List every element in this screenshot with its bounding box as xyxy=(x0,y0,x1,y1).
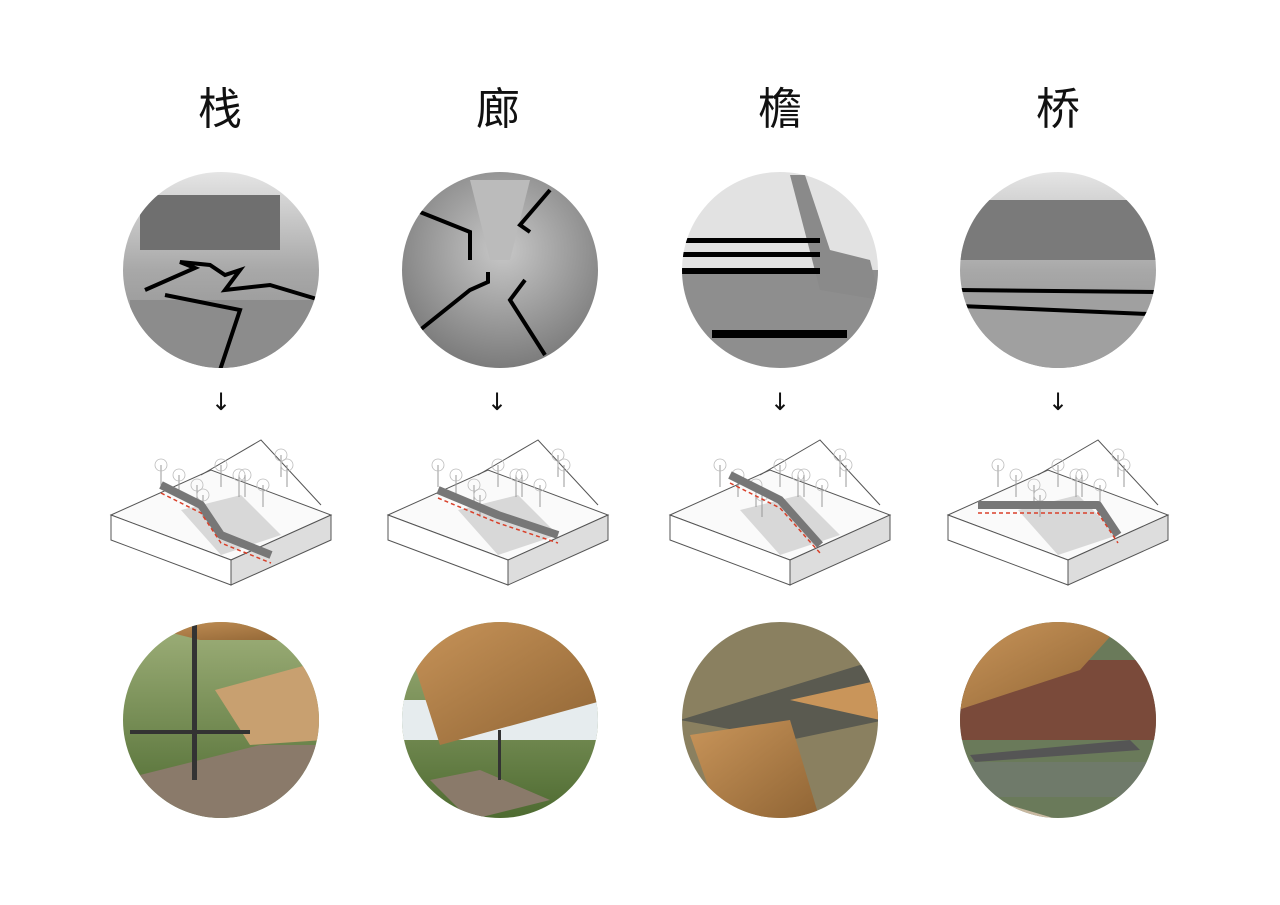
title-lang: 廊 xyxy=(476,84,520,135)
walkway-dashed-outline xyxy=(978,512,1119,544)
axonometric-diagram-qiao xyxy=(946,439,1170,586)
photo-circle-zhan xyxy=(123,172,319,368)
walkway-dashed-outline xyxy=(160,492,272,564)
arrow-down-icon: ↓ xyxy=(1047,388,1069,416)
tree-icon xyxy=(280,458,294,487)
arrow-down-icon: ↓ xyxy=(769,388,791,416)
tree-icon xyxy=(214,458,228,487)
tree-icon xyxy=(238,468,252,497)
walkway-roof xyxy=(728,471,823,548)
tree-icon xyxy=(557,458,571,487)
photo-circle-qiao xyxy=(960,172,1156,368)
axonometric-diagram-zhan xyxy=(109,439,333,586)
photo-circle-qiao-built xyxy=(960,622,1156,818)
photo-circle-lang-built xyxy=(402,622,598,818)
tree-icon xyxy=(256,478,270,507)
walkway-roof xyxy=(978,501,1122,538)
tree-icon xyxy=(815,478,829,507)
tree-icon xyxy=(797,468,811,497)
title-qiao: 桥 xyxy=(1036,84,1080,135)
terrain-slope xyxy=(1018,495,1118,555)
tree-icon xyxy=(713,458,727,487)
title-zhan: 栈 xyxy=(198,84,242,135)
tree-icon xyxy=(773,458,787,487)
tree-icon xyxy=(1051,458,1065,487)
tree-icon xyxy=(1009,468,1023,497)
tree-icon xyxy=(491,458,505,487)
photo-circle-yan xyxy=(682,172,878,368)
tree-icon xyxy=(991,458,1005,487)
tree-icon xyxy=(533,478,547,507)
walkway-roof xyxy=(159,481,273,559)
walkway-roof xyxy=(436,486,560,539)
axonometric-diagram-yan xyxy=(668,439,892,586)
photo-circle-zhan-built xyxy=(123,622,319,818)
walkway-dashed-outline xyxy=(437,497,559,544)
axonometric-diagram-lang xyxy=(386,439,610,586)
photo-circle-yan-built xyxy=(682,622,878,818)
tree-icon xyxy=(154,458,168,487)
tree-icon xyxy=(1117,458,1131,487)
tree-icon xyxy=(1075,468,1089,497)
tree-icon xyxy=(515,468,529,497)
title-yan: 檐 xyxy=(758,84,802,135)
arrow-down-icon: ↓ xyxy=(210,388,232,416)
photo-circle-lang xyxy=(402,172,598,368)
arrow-down-icon: ↓ xyxy=(486,388,508,416)
tree-icon xyxy=(431,458,445,487)
tree-icon xyxy=(839,458,853,487)
